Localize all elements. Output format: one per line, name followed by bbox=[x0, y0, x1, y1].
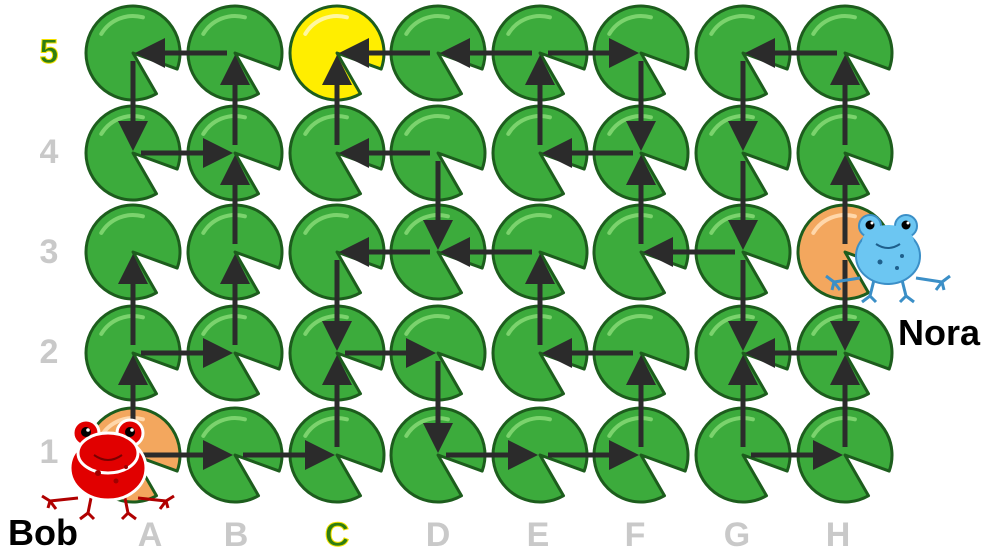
column-label-b: B bbox=[223, 516, 249, 554]
frog-bob[interactable] bbox=[41, 418, 175, 521]
row-label-1: 1 bbox=[39, 433, 59, 471]
lily-pad-b1[interactable] bbox=[186, 406, 284, 504]
column-label-f: F bbox=[624, 516, 646, 554]
lily-pad-g2[interactable] bbox=[694, 304, 792, 402]
column-label-d: D bbox=[425, 516, 451, 554]
column-label-a: A bbox=[137, 516, 163, 554]
lily-pad-h2[interactable] bbox=[796, 304, 894, 402]
column-label-e: E bbox=[526, 516, 550, 554]
lily-pad-c5[interactable] bbox=[288, 4, 386, 102]
lily-pad-h1[interactable] bbox=[796, 406, 894, 504]
column-label-g: G bbox=[723, 516, 751, 554]
lily-pad-e5[interactable] bbox=[491, 4, 589, 102]
lily-pad-f3[interactable] bbox=[592, 203, 690, 301]
lily-pad-g1[interactable] bbox=[694, 406, 792, 504]
lily-pad-b5[interactable] bbox=[186, 4, 284, 102]
lily-pad-g3[interactable] bbox=[694, 203, 792, 301]
lily-pad-d1[interactable] bbox=[389, 406, 487, 504]
lily-pad-c1[interactable] bbox=[288, 406, 386, 504]
frog-nora[interactable] bbox=[825, 214, 951, 304]
row-label-2: 2 bbox=[39, 333, 59, 371]
lily-pad-b4[interactable] bbox=[186, 104, 284, 202]
lily-pad-c2[interactable] bbox=[288, 304, 386, 402]
row-label-4: 4 bbox=[39, 133, 59, 171]
lily-pad-d2[interactable] bbox=[389, 304, 487, 402]
row-label-3: 3 bbox=[39, 233, 59, 271]
frog-name-nora: Nora bbox=[898, 312, 981, 353]
lily-pad-e3[interactable] bbox=[491, 203, 589, 301]
lily-pad-b3[interactable] bbox=[186, 203, 284, 301]
lily-pad-c3[interactable] bbox=[288, 203, 386, 301]
frog-name-bob: Bob bbox=[8, 512, 78, 553]
lily-pad-f1[interactable] bbox=[592, 406, 690, 504]
lily-pad-h4[interactable] bbox=[796, 104, 894, 202]
lily-pad-f2[interactable] bbox=[592, 304, 690, 402]
lily-pad-a5[interactable] bbox=[84, 4, 182, 102]
lily-pad-a3[interactable] bbox=[84, 203, 182, 301]
lily-pad-d4[interactable] bbox=[389, 104, 487, 202]
lily-pad-e1[interactable] bbox=[491, 406, 589, 504]
lily-pad-f4[interactable] bbox=[592, 104, 690, 202]
lily-pad-g5[interactable] bbox=[694, 4, 792, 102]
lily-pad-c4[interactable] bbox=[288, 104, 386, 202]
lily-pad-e4[interactable] bbox=[491, 104, 589, 202]
lily-pad-a2[interactable] bbox=[84, 304, 182, 402]
lily-pad-d3[interactable] bbox=[389, 203, 487, 301]
lily-pad-a4[interactable] bbox=[84, 104, 182, 202]
column-label-c: C bbox=[324, 516, 350, 555]
lily-pad-d5[interactable] bbox=[389, 4, 487, 102]
lily-pad-e2[interactable] bbox=[491, 304, 589, 402]
lily-pad-b2[interactable] bbox=[186, 304, 284, 402]
lily-pad-g4[interactable] bbox=[694, 104, 792, 202]
column-label-h: H bbox=[825, 516, 851, 554]
lily-pad-h5[interactable] bbox=[796, 4, 894, 102]
lily-pad-f5[interactable] bbox=[592, 4, 690, 102]
row-label-5: 5 bbox=[39, 33, 59, 72]
